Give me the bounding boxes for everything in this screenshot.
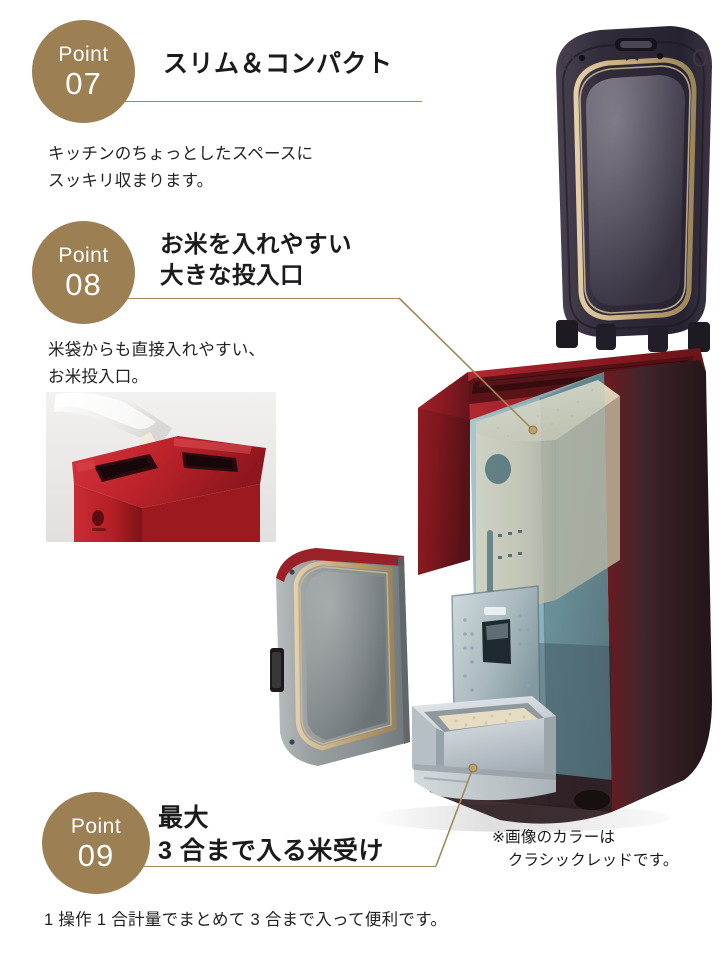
point-08-badge-word: Point (58, 244, 109, 267)
point-08-badge-number: 08 (65, 267, 102, 302)
point-09-badge: Point 09 (42, 792, 150, 894)
rice-pouring-photo (46, 392, 276, 542)
point-07-badge: Point 07 (32, 20, 135, 123)
point-09-color-note: ※画像のカラーは クラシックレッドです。 (492, 829, 679, 870)
point-08-heading: お米を入れやすい 大きな投入口 (160, 231, 352, 289)
point-08-rule (96, 298, 399, 299)
point-09-badge-word: Point (70, 814, 122, 838)
point-07-body: キッチンのちょっとしたスペースに スッキリ収まります。 (48, 145, 314, 190)
point-07-badge-word: Point (58, 43, 109, 66)
point-08-body: 米袋からも直接入れやすい、 お米投入口。 (48, 341, 266, 386)
point-08-badge: Point 08 (32, 221, 135, 324)
point-09-badge-number: 09 (77, 837, 115, 873)
point-09-rule (110, 866, 436, 867)
point-07-heading: スリム＆コンパクト (163, 50, 393, 78)
point-07-rule (96, 101, 422, 102)
point-07-badge-number: 07 (65, 66, 102, 101)
point-09-caption: 1 操作 1 合計量でまとめて 3 合まで入って便利です。 (44, 911, 448, 929)
point-09-heading: 最大 3 合まで入る米受け (158, 804, 384, 865)
